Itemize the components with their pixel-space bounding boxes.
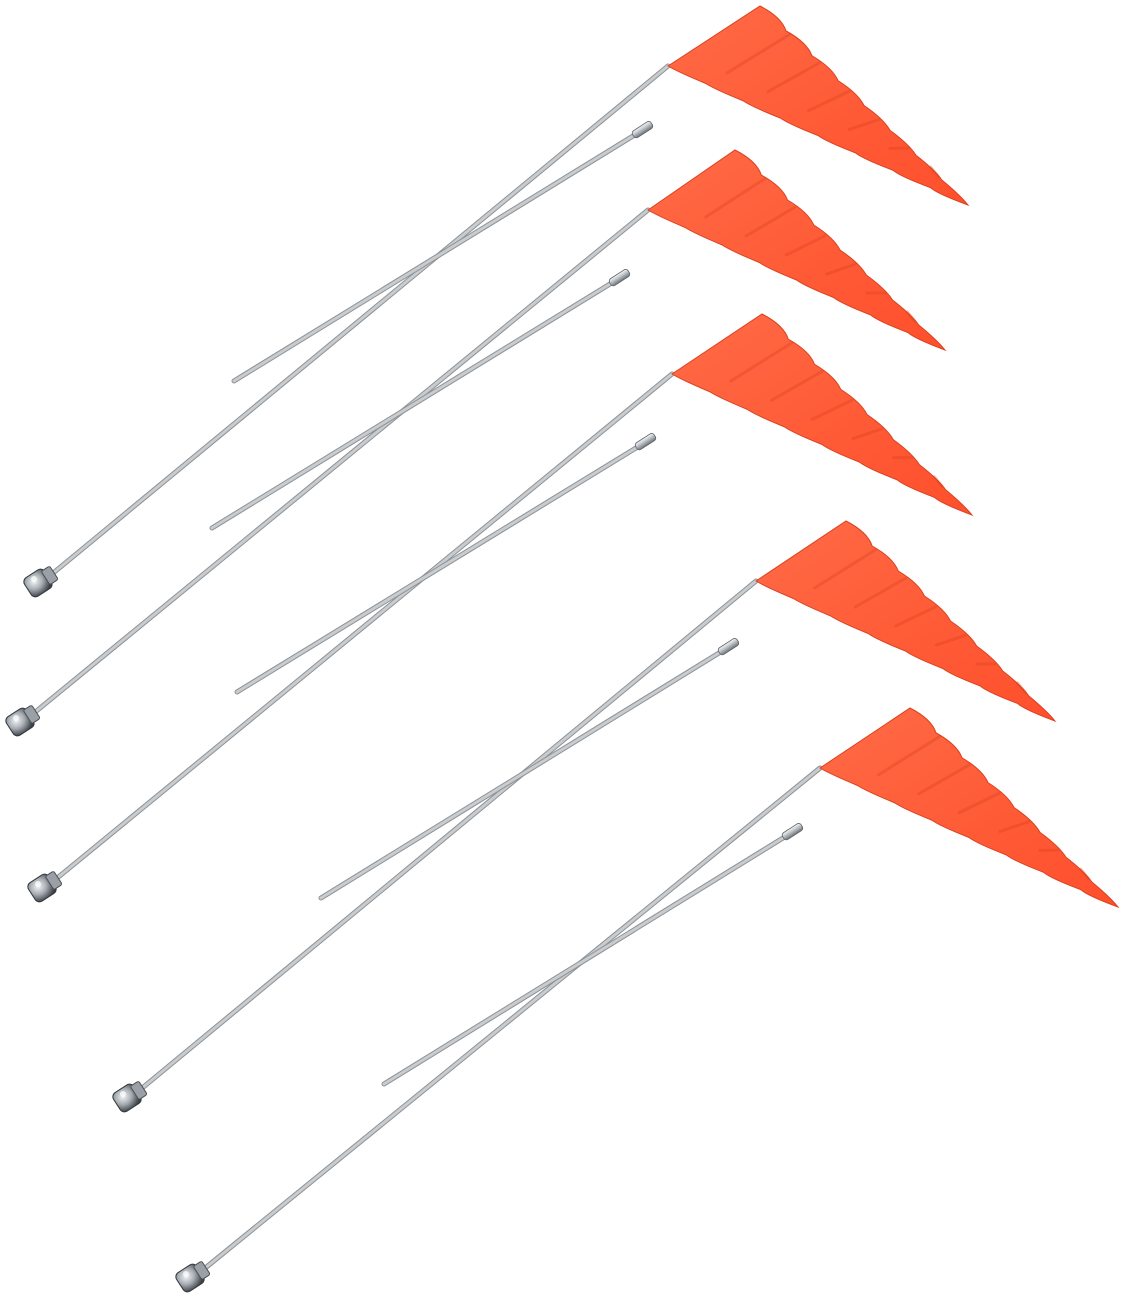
kit-3-rod-extension-highlight (235, 446, 638, 694)
kit-2-pennant-ripple (744, 205, 797, 238)
kit-5-pennant-ripple (998, 820, 1031, 833)
kit-5-pennant (819, 707, 1120, 909)
kit-4-pennant-ripple (894, 605, 938, 628)
kit-3-rod-tip (634, 433, 657, 451)
kit-1-rod-tip (631, 121, 654, 139)
kit-5-pennant-ripple (1079, 867, 1090, 881)
kit-2-pennant-ripple (825, 262, 857, 276)
kit-2-mount-nut-washer (23, 705, 41, 724)
kit-5-mount-nut-shine (183, 1271, 189, 1277)
kit-1-pennant-ripple (725, 32, 792, 75)
kit-3-mount-nut (27, 871, 63, 903)
kit-4-pennant-ripple (853, 576, 908, 609)
kit-2-pennant (647, 149, 947, 352)
kit-1-pennant-ripple (847, 118, 881, 131)
kit-3-pennant-ripple (851, 427, 884, 441)
kit-3-flag-pole-highlight (54, 372, 674, 881)
kit-3 (27, 313, 974, 903)
kit-1-mount-nut-washer (41, 566, 59, 585)
kit-4-pennant-ripple (813, 548, 878, 590)
kit-5-rod-tip (781, 823, 804, 841)
kit-5-mount-nut-washer (193, 1261, 211, 1280)
kit-1-pennant-ripple (929, 165, 940, 179)
kit-2 (5, 149, 947, 737)
kit-3-mount-nut-washer (45, 871, 63, 890)
kit-2-rod-tip (608, 269, 631, 287)
kit-5 (175, 707, 1120, 1293)
kit-2-mount-nut (5, 705, 41, 737)
kit-5-rod-extension-highlight (382, 836, 785, 1086)
kit-4-mount-nut-washer (130, 1081, 148, 1100)
kit-3-pennant-ripple (769, 369, 824, 402)
kit-5-mount-nut (175, 1261, 211, 1293)
kit-2-rod-extension-highlight (210, 282, 612, 530)
kit-4-rod-extension-highlight (319, 651, 721, 900)
kit-4-pennant (755, 520, 1057, 723)
kit-2-mount-nut-shine (13, 715, 19, 721)
kit-1 (23, 5, 970, 598)
kit-4-mount-nut (112, 1081, 148, 1113)
kit-4 (112, 520, 1057, 1113)
kit-5-flag-pole-highlight (202, 766, 822, 1271)
kit-2-pennant-ripple (784, 234, 827, 257)
kit-1-pennant-ripple (766, 61, 821, 94)
kit-3-pennant (671, 313, 974, 517)
kit-3-pennant-ripple (932, 475, 944, 488)
kit-2-pennant-ripple (704, 177, 767, 219)
kit-1-mount-nut-shine (31, 576, 37, 582)
kit-2-pennant-ripple (905, 310, 917, 323)
kit-4-pennant-ripple (934, 633, 967, 647)
kit-5-pennant-ripple (876, 734, 942, 777)
kit-4-rod-tip (717, 638, 740, 656)
kit-5-pennant-ripple (957, 791, 1001, 815)
kit-4-pennant-ripple (1015, 681, 1027, 694)
kit-3-pennant-ripple (729, 341, 794, 383)
kit-4-flag-pole-highlight (139, 579, 758, 1091)
kit-4-mount-nut-shine (120, 1091, 126, 1097)
kit-1-rod-extension-highlight (232, 134, 635, 383)
kit-1-flag-pole-highlight (50, 64, 670, 576)
kit-1-pennant-ripple (807, 89, 851, 113)
kit-3-mount-nut-shine (35, 881, 41, 887)
kit-1-pennant (667, 5, 970, 207)
kit-3-pennant-ripple (810, 398, 854, 421)
kit-2-flag-pole-highlight (32, 208, 650, 715)
kit-5-pennant-ripple (917, 763, 971, 796)
kit-1-mount-nut (23, 566, 59, 598)
